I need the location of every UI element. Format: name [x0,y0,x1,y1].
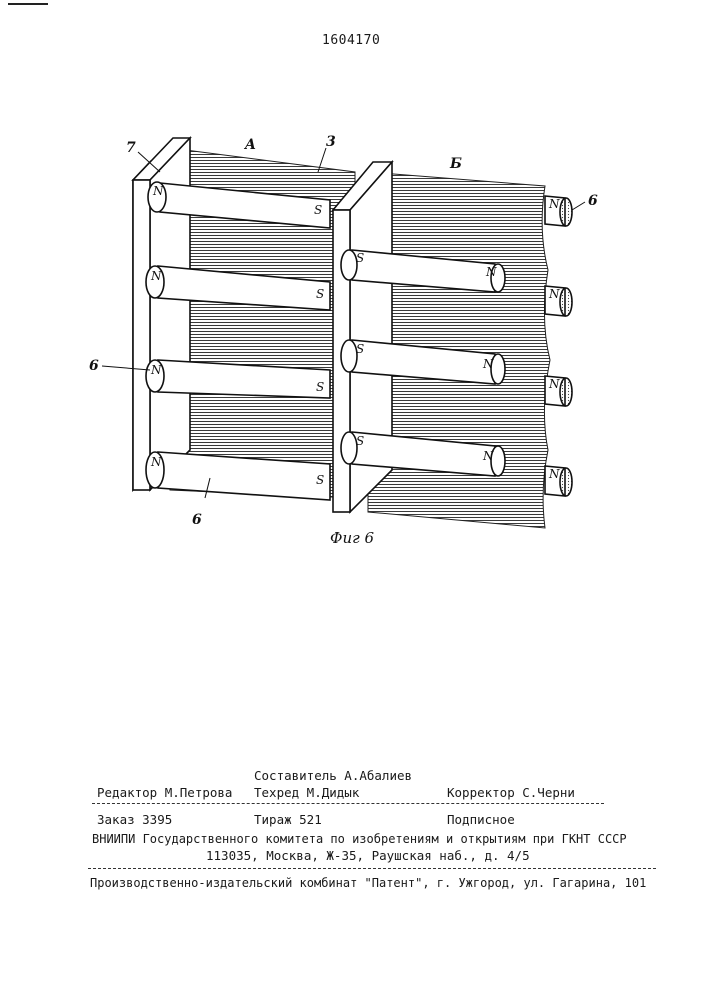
pole-s-b1: S [356,251,364,265]
ref-7: 7 [126,140,136,156]
pole-n-stub2: N [548,287,560,301]
ref-6-bottom: 6 [192,512,202,528]
pole-n-stub4: N [548,467,560,481]
pole-n-b2: N [482,357,494,371]
order-line: Заказ 3395 [97,812,172,827]
pole-n-a3: N [150,363,162,377]
ref-b: Б [449,156,462,172]
publisher-line: Производственно-издательский комбинат "П… [90,876,646,890]
pole-s-a4: S [316,473,324,487]
pole-n-stub3: N [548,377,560,391]
pole-n-stub1: N [548,197,560,211]
pole-s-a2: S [316,287,324,301]
ref-a: A [243,137,256,153]
pole-n-a4: N [150,455,162,469]
figure-caption: Фиг 6 [330,529,374,547]
compiler-line: Составитель А.Абалиев [254,768,412,783]
address-line: 113035, Москва, Ж-35, Раушская наб., д. … [206,848,530,863]
corrector-line: Корректор С.Черни [447,785,575,800]
institute-line: ВНИИПИ Государственного комитета по изоб… [92,832,627,846]
divider-2 [88,868,656,869]
editor-line: Редактор М.Петрова [97,785,232,800]
rod-stubs-right [545,196,572,496]
subscription-line: Подписное [447,812,515,827]
pole-s-a3: S [316,380,324,394]
divider-1 [92,803,604,804]
pole-n-b1: N [485,265,497,279]
pole-n-a2: N [150,269,162,283]
ref-3: 3 [326,134,336,150]
techred-line: Техред М.Дидык [254,785,359,800]
pole-s-a1: S [314,203,322,217]
pole-n-b3: N [482,449,494,463]
ref-6-right: 6 [588,193,598,209]
pole-s-b2: S [356,342,364,356]
circulation-line: Тираж 521 [254,812,322,827]
ref-6-left: 6 [89,358,99,374]
pole-n-a1: N [152,184,164,198]
pole-s-b3: S [356,434,364,448]
figure-6-drawing: N S N S N S N S S N S N S N N N N N 7 A … [0,0,707,600]
